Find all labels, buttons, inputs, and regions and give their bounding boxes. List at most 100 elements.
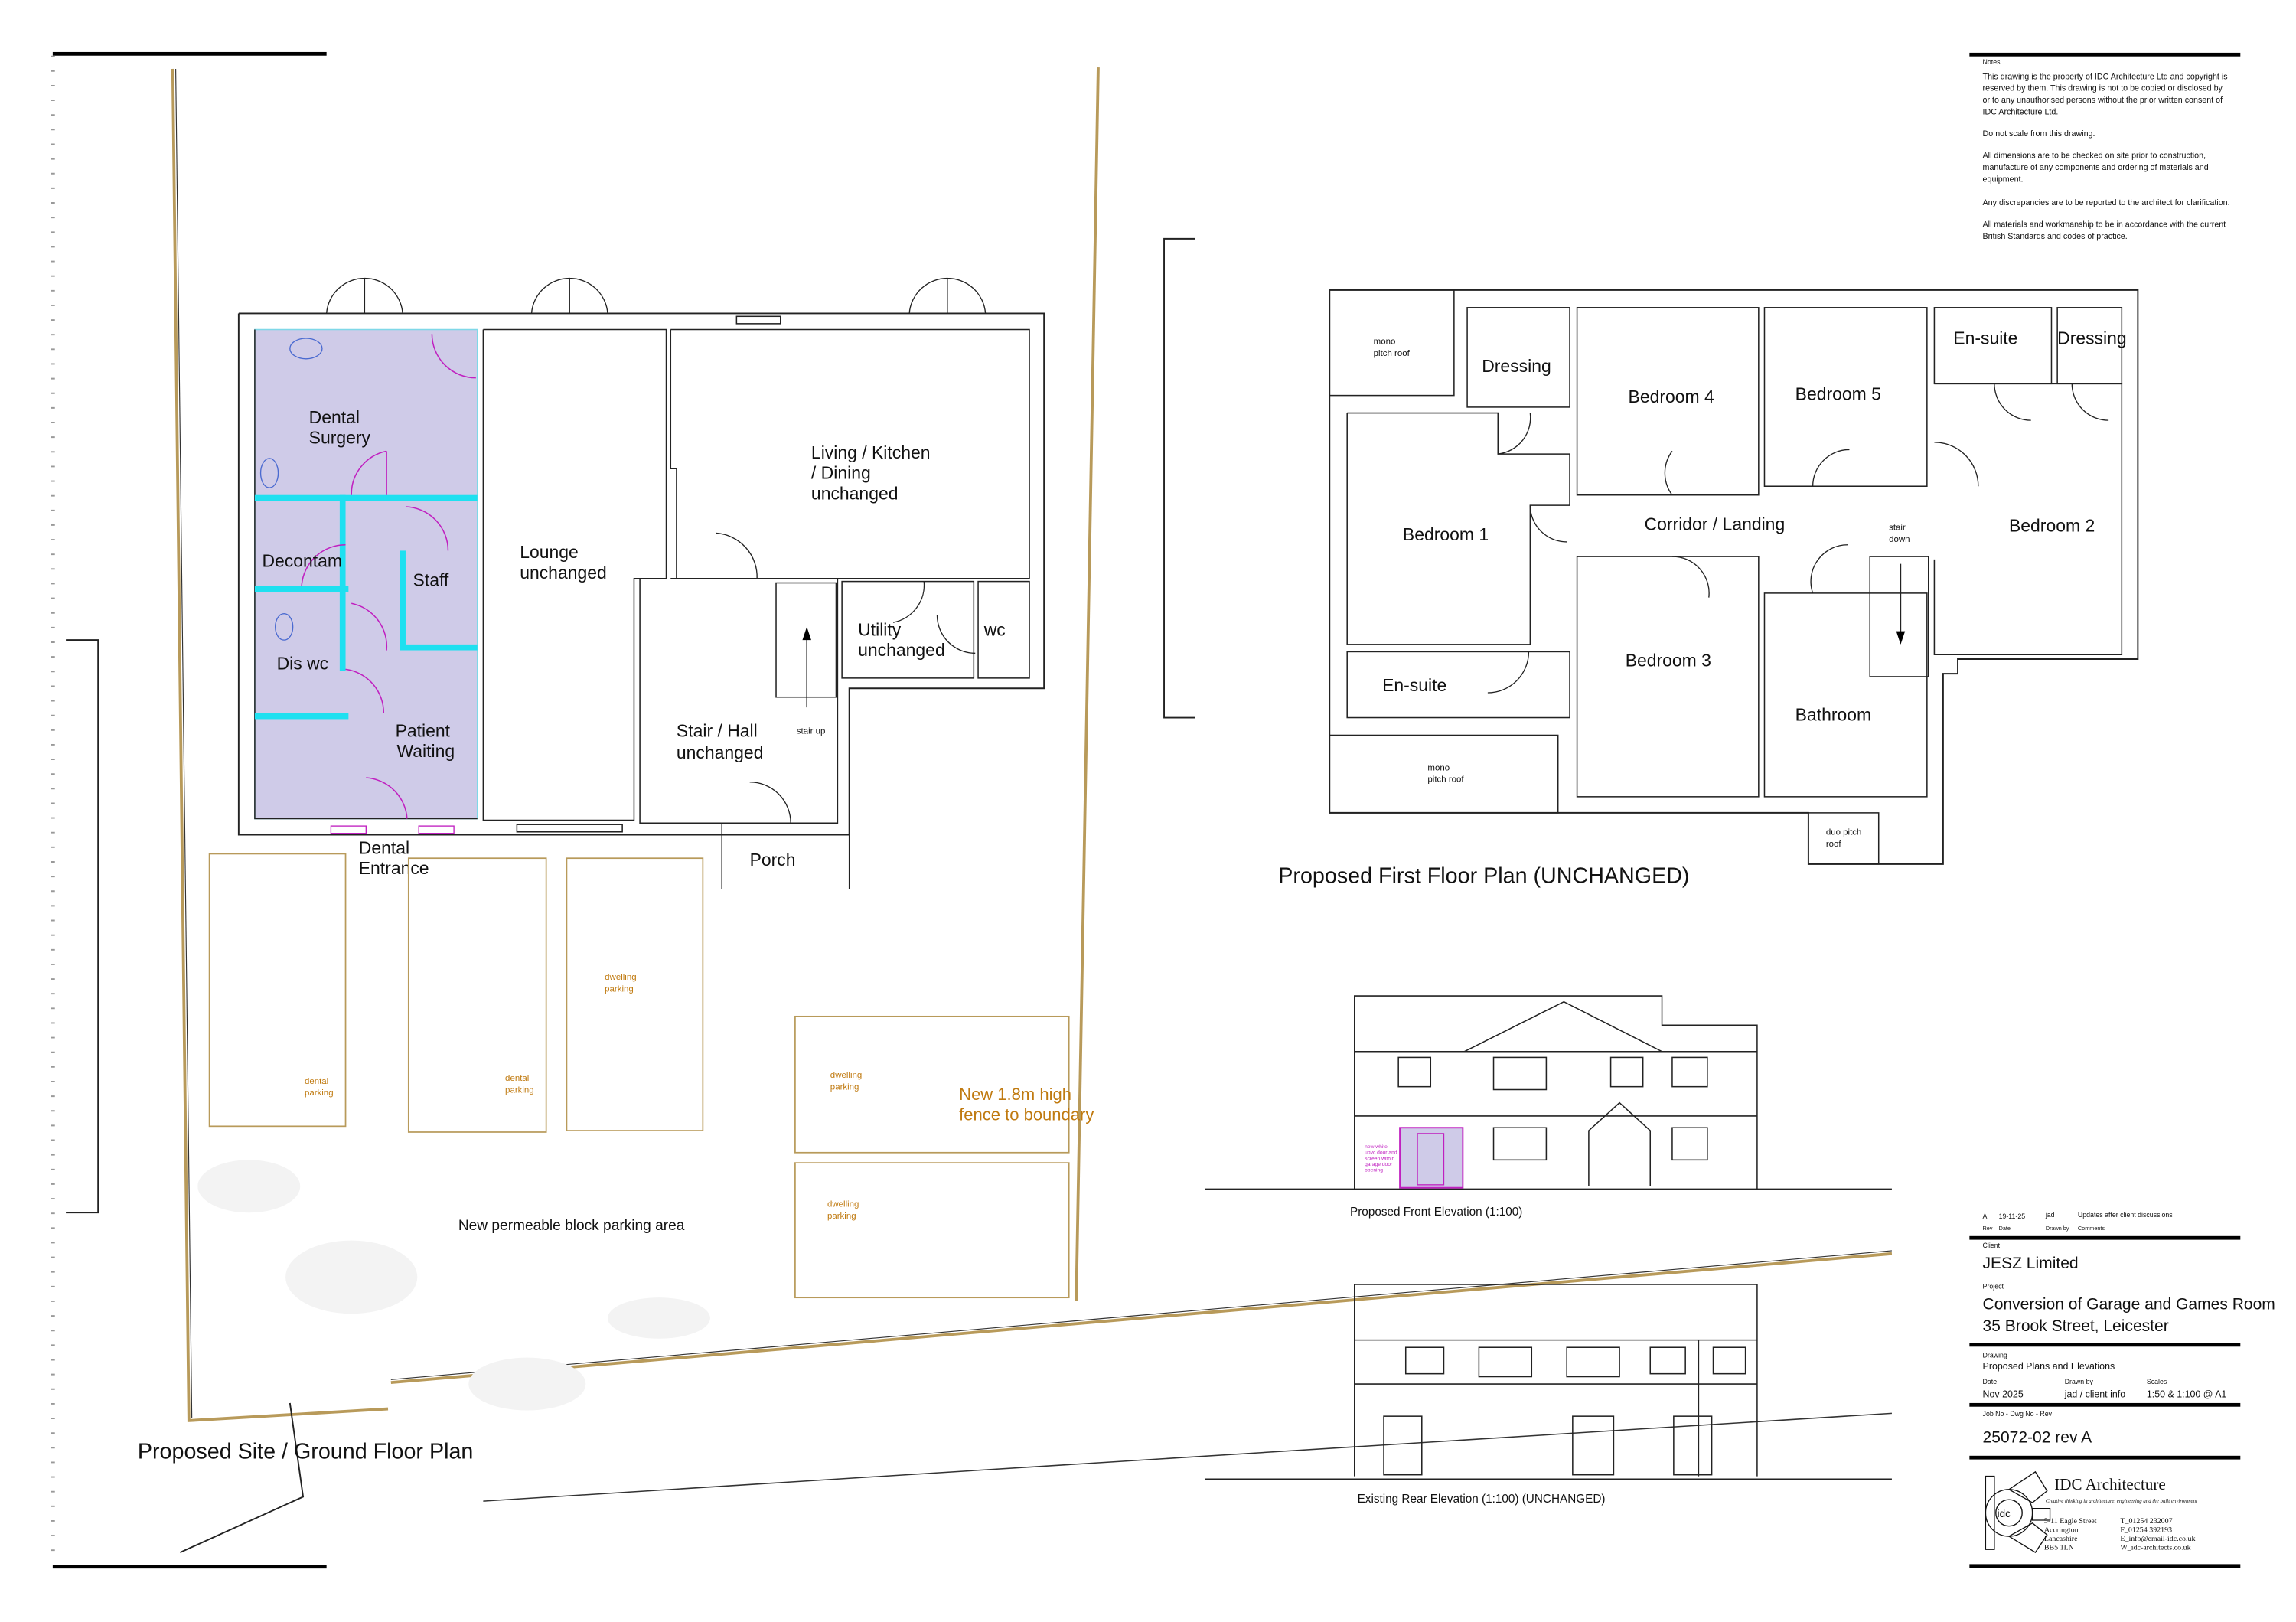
- label-title-block-drawing-label: Drawing: [1983, 1352, 2007, 1359]
- label-first-plan-rooms-17: duo pitch: [1826, 828, 1862, 837]
- label-ground-plan-parking-5: parking: [605, 984, 634, 994]
- label-ground-plan-rooms-20: Porch: [750, 850, 796, 870]
- label-ground-plan-rooms-10: unchanged: [520, 563, 607, 583]
- label-ground-plan-rooms-13: unchanged: [811, 483, 899, 503]
- label-notes-lines-6: manufacture of any components and orderi…: [1983, 163, 2209, 172]
- label-title-block-rev-headers-rev: Rev: [1983, 1225, 1993, 1232]
- label-ground-plan-parking-9: parking: [827, 1212, 856, 1221]
- company-block: idc IDC Architecture Creative thinking i…: [1985, 1470, 2198, 1553]
- first-plan-title: Proposed First Floor Plan (UNCHANGED): [1278, 864, 1689, 889]
- label-title-block-drawn-label: Drawn by: [2065, 1378, 2094, 1385]
- label-first-plan-rooms-13: En-suite: [1382, 675, 1446, 695]
- label-first-plan-rooms-10: down: [1889, 535, 1910, 544]
- label-first-plan-rooms-7: Bedroom 1: [1403, 524, 1489, 544]
- label-first-plan-rooms-5: En-suite: [1953, 328, 2017, 348]
- sheet-frame: [51, 51, 1195, 1569]
- label-ground-plan-fence-note-0: New 1.8m high: [959, 1085, 1071, 1104]
- label-notes-lines-5: All dimensions are to be checked on site…: [1983, 152, 2206, 161]
- label-company-address-3: BB5 1LN: [2044, 1543, 2074, 1552]
- label-title-block-rev-headers-date: Date: [1999, 1225, 2011, 1232]
- label-first-plan-rooms-6: Dressing: [2057, 328, 2127, 348]
- label-front-elevation-note-2: screen within: [1365, 1156, 1394, 1161]
- label-ground-plan-parking-7: parking: [830, 1082, 859, 1092]
- front-elevation: new white upvc door and screen within ga…: [1205, 995, 1892, 1219]
- label-company-contact-3: W_idc-architects.co.uk: [2120, 1543, 2190, 1552]
- label-first-plan-rooms-18: roof: [1826, 840, 1842, 849]
- label-notes-lines-8: Any discrepancies are to be reported to …: [1983, 198, 2230, 207]
- label-ground-plan-rooms-3: Staff: [413, 569, 449, 589]
- label-ground-plan-parking-1: parking: [305, 1088, 334, 1098]
- label-ground-plan-rooms-7: Dental: [359, 837, 409, 857]
- site-boundary: [171, 67, 1893, 1553]
- rear-elevation-title: Existing Rear Elevation (1:100) (UNCHANG…: [1358, 1493, 1606, 1506]
- label-ground-plan-rooms-12: / Dining: [811, 463, 871, 483]
- label-title-block-project-line1: Conversion of Garage and Games Room: [1983, 1295, 2275, 1313]
- label-notes-lines-3: IDC Architecture Ltd.: [1983, 107, 2059, 116]
- label-title-block-date: Nov 2025: [1983, 1389, 2024, 1399]
- label-ground-plan-rooms-16: wc: [983, 619, 1006, 639]
- label-first-plan-rooms-2: Dressing: [1482, 356, 1551, 376]
- notes-block: Notes This drawing is the property of ID…: [1969, 52, 2241, 241]
- label-company-logo-text: idc: [1998, 1508, 2011, 1519]
- label-ground-plan-rooms-4: Dis wc: [277, 653, 329, 673]
- label-notes-heading: Notes: [1983, 58, 2001, 66]
- label-first-plan-rooms-3: Bedroom 4: [1629, 387, 1714, 406]
- label-first-plan-rooms-11: Bedroom 2: [2009, 516, 2095, 536]
- label-ground-plan-rooms-8: Entrance: [359, 858, 429, 878]
- label-first-plan-rooms-1: pitch roof: [1374, 349, 1411, 358]
- label-title-block-client: JESZ Limited: [1983, 1255, 2079, 1272]
- label-title-block-revision-comments: Updates after client discussions: [2078, 1211, 2173, 1219]
- first-floor-labels: mono pitch roof Dressing Bedroom 4 Bedro…: [1278, 328, 2126, 889]
- label-front-elevation-note-3: garage door: [1365, 1162, 1393, 1167]
- label-ground-plan-rooms-19: stair up: [797, 727, 826, 736]
- label-notes-lines-2: or to any unauthorised persons without t…: [1983, 96, 2223, 105]
- label-title-block-drawing: Proposed Plans and Elevations: [1983, 1361, 2115, 1372]
- title-block: A 19-11-25 jad Updates after client disc…: [1969, 1211, 2275, 1568]
- label-ground-plan-rooms-9: Lounge: [520, 542, 579, 562]
- label-company-address-2: Lancashire: [2044, 1535, 2078, 1543]
- label-notes-lines-10: British Standards and codes of practice.: [1983, 232, 2128, 241]
- label-company-contact-1: F_01254 392193: [2120, 1526, 2172, 1534]
- ground-plan-title: Proposed Site / Ground Floor Plan: [138, 1440, 474, 1464]
- label-first-plan-rooms-4: Bedroom 5: [1795, 383, 1881, 403]
- label-front-elevation-note-0: new white: [1365, 1144, 1388, 1150]
- label-ground-plan-rooms-15: unchanged: [858, 640, 945, 660]
- ground-floor-labels: Dental Surgery Decontam Staff Dis wc Pat…: [138, 407, 1006, 1464]
- label-front-elevation-note-1: upvc door and: [1365, 1150, 1397, 1156]
- label-title-block-project-line2: 35 Brook Street, Leicester: [1983, 1317, 2169, 1335]
- label-first-plan-rooms-0: mono: [1374, 338, 1396, 347]
- label-notes-lines-4: Do not scale from this drawing.: [1983, 129, 2095, 139]
- label-ground-plan-rooms-5: Patient: [396, 720, 451, 740]
- first-floor-plan: [1329, 289, 2139, 865]
- label-ground-plan-rooms-11: Living / Kitchen: [811, 442, 931, 462]
- label-ground-plan-fence-note-1: fence to boundary: [959, 1105, 1094, 1124]
- label-ground-plan-rooms-1: Surgery: [309, 428, 371, 448]
- label-title-block-job-label: Job No - Dwg No - Rev: [1983, 1410, 2053, 1418]
- label-first-plan-rooms-8: Corridor / Landing: [1645, 514, 1786, 534]
- label-ground-plan-rooms-0: Dental: [309, 407, 360, 427]
- label-title-block-job: 25072-02 rev A: [1983, 1429, 2092, 1447]
- label-notes-lines-9: All materials and workmanship to be in a…: [1983, 220, 2226, 230]
- label-title-block-drawn: jad / client info: [2064, 1389, 2125, 1399]
- label-notes-lines-7: equipment.: [1983, 175, 2024, 184]
- label-title-block-project-label: Project: [1983, 1283, 2004, 1291]
- tree-outlines: [197, 1160, 710, 1411]
- label-first-plan-rooms-16: pitch roof: [1427, 775, 1464, 785]
- label-title-block-client-label: Client: [1983, 1242, 2001, 1249]
- label-ground-plan-rooms-6: Waiting: [396, 741, 455, 761]
- label-ground-plan-rooms-18: unchanged: [677, 742, 764, 762]
- label-first-plan-rooms-9: stair: [1889, 524, 1906, 533]
- label-title-block-scales: 1:50 & 1:100 @ A1: [2147, 1389, 2227, 1399]
- label-title-block-scales-label: Scales: [2147, 1378, 2167, 1385]
- label-company-address-0: 5-11 Eagle Street: [2044, 1517, 2097, 1526]
- label-title-block-rev-headers-drawn-by: Drawn by: [2046, 1225, 2069, 1232]
- label-ground-plan-parking-6: dwelling: [830, 1071, 862, 1080]
- label-ground-plan-parking-2: dental: [505, 1074, 529, 1083]
- label-ground-plan-parking-3: parking: [505, 1085, 534, 1095]
- label-company-contact-0: T_01254 232007: [2120, 1517, 2172, 1526]
- front-elevation-title: Proposed Front Elevation (1:100): [1350, 1206, 1522, 1219]
- idc-logo: idc: [1985, 1470, 2051, 1553]
- label-company-tagline: Creative thinking in architecture, engin…: [2046, 1499, 2198, 1504]
- label-title-block-revision-date: 19-11-25: [1999, 1212, 2026, 1220]
